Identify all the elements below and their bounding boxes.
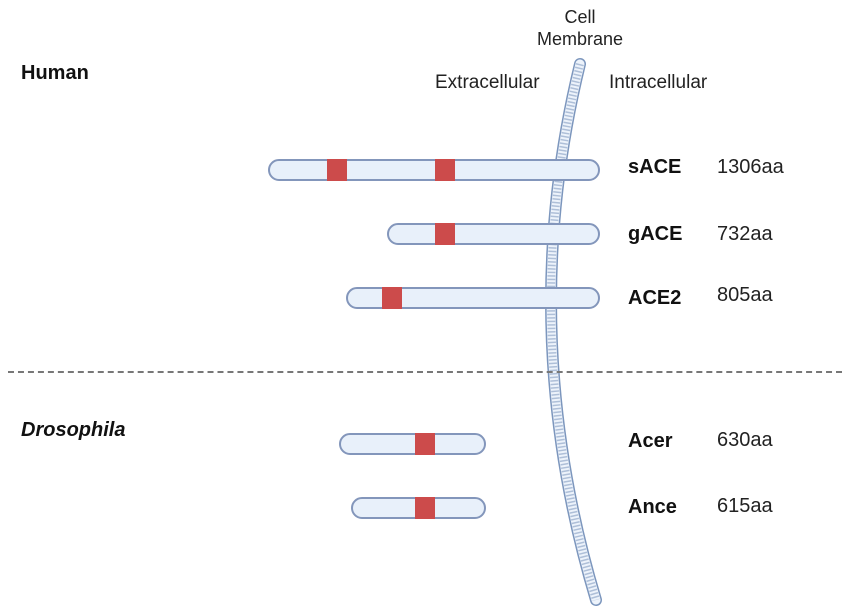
active-site-domain — [382, 287, 402, 309]
protein-bar-gace — [387, 223, 600, 245]
protein-length: 630aa — [717, 429, 773, 451]
protein-name: gACE — [628, 223, 683, 245]
protein-name: sACE — [628, 156, 682, 178]
active-site-domain — [415, 497, 435, 519]
group-label-human: Human — [21, 62, 89, 84]
membrane-label-line1: Cell — [564, 7, 596, 27]
active-site-domain — [327, 159, 347, 181]
active-site-domain — [435, 223, 455, 245]
protein-length: 615aa — [717, 495, 773, 517]
group-label-drosophila: Drosophila — [21, 419, 126, 441]
protein-length: 1306aa — [717, 156, 784, 178]
group-divider — [8, 371, 842, 373]
membrane-label-line2: Membrane — [536, 29, 624, 49]
active-site-domain — [435, 159, 455, 181]
protein-bar-acer — [339, 433, 486, 455]
protein-bar-sace — [268, 159, 600, 181]
protein-length: 805aa — [717, 284, 773, 306]
membrane-label: Cell Membrane — [520, 6, 640, 50]
protein-name: Acer — [628, 430, 673, 452]
protein-name: Ance — [628, 496, 677, 518]
protein-bar-ace2 — [346, 287, 600, 309]
protein-length: 732aa — [717, 223, 773, 245]
protein-name: ACE2 — [628, 287, 682, 309]
protein-bar-ance — [351, 497, 486, 519]
extracellular-label: Extracellular — [435, 72, 540, 93]
active-site-domain — [415, 433, 435, 455]
intracellular-label: Intracellular — [609, 72, 708, 93]
